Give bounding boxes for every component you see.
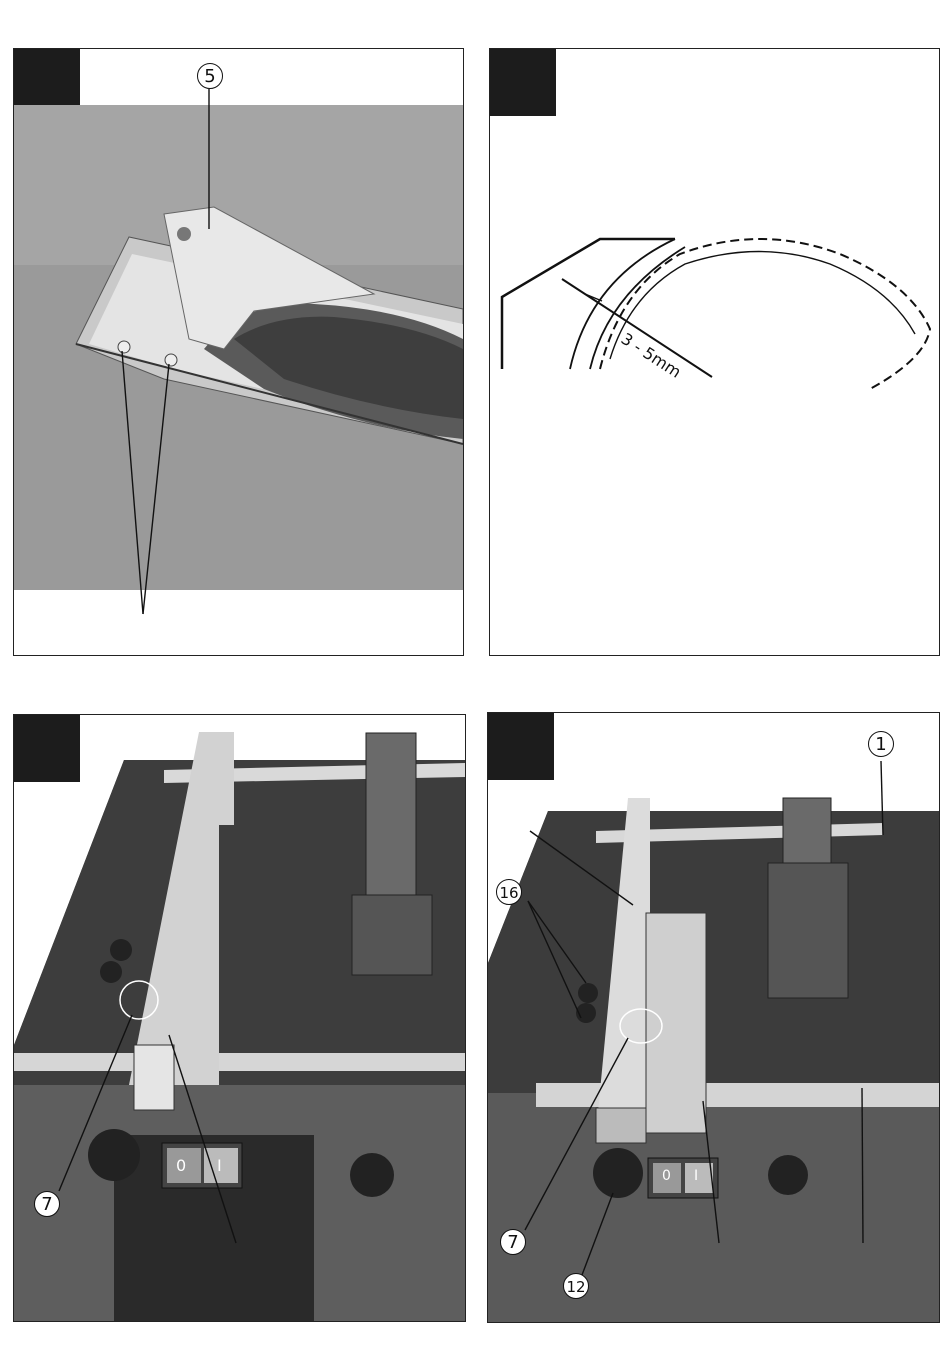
figure-panel-2: 3 - 5mm xyxy=(489,48,940,656)
switch-off-label: 0 xyxy=(176,1156,186,1175)
parallel-fence-photo xyxy=(14,715,465,1321)
figure-panel-3: 0 I 7 xyxy=(13,714,466,1322)
figure-number-badge xyxy=(488,713,554,780)
switch-off-label: 0 xyxy=(662,1168,671,1184)
blade-clearance-diagram xyxy=(490,49,939,655)
callout-locking-knobs: 16 xyxy=(496,879,522,905)
callout-parallel-fence: 7 xyxy=(500,1229,526,1255)
callout-table-top: 1 xyxy=(868,731,894,757)
riving-knife-photo xyxy=(14,49,463,655)
switch-on-label: I xyxy=(217,1156,222,1175)
callout-clamping-knob: 12 xyxy=(563,1273,589,1299)
figure-number-badge xyxy=(14,715,80,782)
switch-on-label: I xyxy=(694,1168,698,1184)
figure-panel-4: 0 I 1 16 7 12 xyxy=(487,712,940,1323)
fence-setup-photo xyxy=(488,713,939,1322)
callout-riving-knife: 5 xyxy=(197,63,223,89)
figure-panel-1: 5 xyxy=(13,48,464,656)
callout-parallel-fence: 7 xyxy=(34,1191,60,1217)
